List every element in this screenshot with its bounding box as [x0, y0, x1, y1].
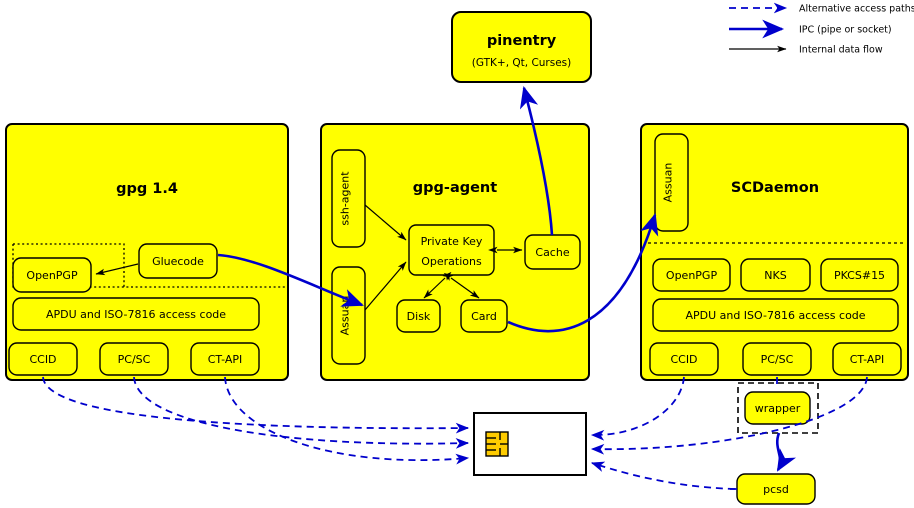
scdaemon-node-assuan[interactable]: Assuan: [654, 133, 689, 232]
gpg-driver-label-1: PC/SC: [118, 353, 151, 366]
alt-scd-ccid-to-card: [590, 376, 685, 441]
wrapper-group[interactable]: wrapper: [737, 382, 819, 434]
pko-label-line2: Operations: [421, 255, 482, 268]
ipc-card-to-scdaemon-assuan: [507, 213, 659, 333]
alt-pcsd-to-card: [590, 461, 736, 490]
gpg-node-ccid[interactable]: CCID: [8, 342, 78, 376]
smartcard-chip-icon: [485, 431, 509, 457]
wrapper-label: wrapper: [755, 402, 801, 415]
scdaemon-app-label-1: NKS: [764, 269, 786, 282]
scdaemon-node-pkcs15[interactable]: PKCS#15: [820, 258, 899, 292]
gpg-agent-node-ssh-agent[interactable]: ssh-agent: [331, 149, 366, 248]
pcsd-box[interactable]: pcsd: [736, 473, 816, 505]
gpg-agent-assuan-label: Assuan: [339, 296, 352, 336]
scdaemon-node-nks[interactable]: NKS: [740, 258, 811, 292]
pinentry-subtitle: (GTK+, Qt, Curses): [472, 57, 572, 69]
gpg-driver-label-0: CCID: [29, 353, 56, 366]
scdaemon-driver-label-1: PC/SC: [761, 353, 794, 366]
scdaemon-driver-label-0: CCID: [670, 353, 697, 366]
gpg-agent-container[interactable]: gpg-agent ssh-agent Assuan Private Key O…: [320, 123, 590, 381]
gpg-agent-node-assuan[interactable]: Assuan: [331, 266, 366, 365]
ipc-gluecode-to-assuan: [217, 253, 364, 307]
gpg-agent-node-disk[interactable]: Disk: [396, 299, 441, 333]
scdaemon-title: SCDaemon: [731, 180, 819, 196]
cache-label: Cache: [535, 246, 569, 259]
scdaemon-driver-label-2: CT-API: [850, 353, 885, 366]
gpg-agent-title: gpg-agent: [413, 180, 497, 196]
scdaemon-node-apdu[interactable]: APDU and ISO-7816 access code: [652, 298, 899, 332]
gpg-node-ctapi[interactable]: CT-API: [190, 342, 260, 376]
legend-label-flow: Internal data flow: [799, 45, 883, 56]
scdaemon-apdu-label: APDU and ISO-7816 access code: [685, 309, 865, 322]
pcsd-label: pcsd: [763, 483, 789, 496]
gpg-agent-ssh-agent-label: ssh-agent: [339, 171, 352, 226]
scdaemon-container[interactable]: SCDaemon Assuan OpenPGP NKS PKCS#15 APDU…: [640, 123, 909, 381]
scdaemon-node-ccid[interactable]: CCID: [649, 342, 719, 376]
ipc-links: [217, 85, 797, 472]
scdaemon-app-label-2: PKCS#15: [834, 269, 885, 282]
legend-item-ipc: IPC (pipe or socket): [729, 19, 892, 39]
gpg-agent-node-private-key-operations[interactable]: Private Key Operations: [408, 224, 495, 276]
scdaemon-app-label-0: OpenPGP: [666, 269, 718, 282]
gpg-apdu-label: APDU and ISO-7816 access code: [46, 308, 226, 321]
legend-label-ipc: IPC (pipe or socket): [799, 25, 892, 36]
gpg-gluecode-label: Gluecode: [152, 255, 204, 268]
legend-item-internal-data-flow: Internal data flow: [729, 45, 883, 56]
pinentry-box[interactable]: pinentry (GTK+, Qt, Curses): [451, 11, 592, 83]
gpg-title: gpg 1.4: [116, 181, 178, 197]
legend-label-alt: Alternative access paths: [799, 4, 914, 15]
gpg-agent-node-cache[interactable]: Cache: [524, 234, 581, 270]
alt-gpg-ctapi-to-card: [224, 376, 470, 465]
alt-gpg-ccid-to-card: [42, 376, 470, 434]
ipc-wrapper-to-pcsd: [775, 432, 797, 472]
card-label: Card: [471, 310, 497, 323]
gpg-openpgp-label: OpenPGP: [26, 269, 78, 282]
scdaemon-node-pcsc[interactable]: PC/SC: [742, 342, 812, 376]
disk-label: Disk: [407, 310, 431, 323]
scdaemon-node-openpgp[interactable]: OpenPGP: [652, 258, 731, 292]
gpg-node-pcsc[interactable]: PC/SC: [99, 342, 169, 376]
pko-label-line1: Private Key: [421, 235, 483, 248]
smartcard[interactable]: [473, 412, 587, 476]
pinentry-title: pinentry: [487, 33, 557, 49]
legend-item-alternative-access-paths: Alternative access paths: [729, 2, 914, 15]
ipc-cache-to-pinentry: [519, 85, 554, 236]
alt-links: [42, 376, 868, 490]
gpg-agent-node-card[interactable]: Card: [460, 299, 508, 333]
gpg-node-openpgp[interactable]: OpenPGP: [12, 257, 92, 293]
legend: Alternative access paths IPC (pipe or so…: [729, 2, 914, 56]
gpg-container[interactable]: gpg 1.4 OpenPGP Gluecode APDU and ISO-78…: [5, 123, 289, 381]
gpg-driver-label-2: CT-API: [208, 353, 243, 366]
alt-scd-ctapi-to-card: [590, 376, 868, 455]
alt-gpg-pcsc-to-card: [133, 376, 470, 449]
gpg-node-apdu[interactable]: APDU and ISO-7816 access code: [12, 297, 260, 331]
gpg-node-gluecode[interactable]: Gluecode: [138, 243, 218, 279]
scdaemon-node-ctapi[interactable]: CT-API: [832, 342, 902, 376]
scdaemon-assuan-label: Assuan: [662, 163, 675, 203]
